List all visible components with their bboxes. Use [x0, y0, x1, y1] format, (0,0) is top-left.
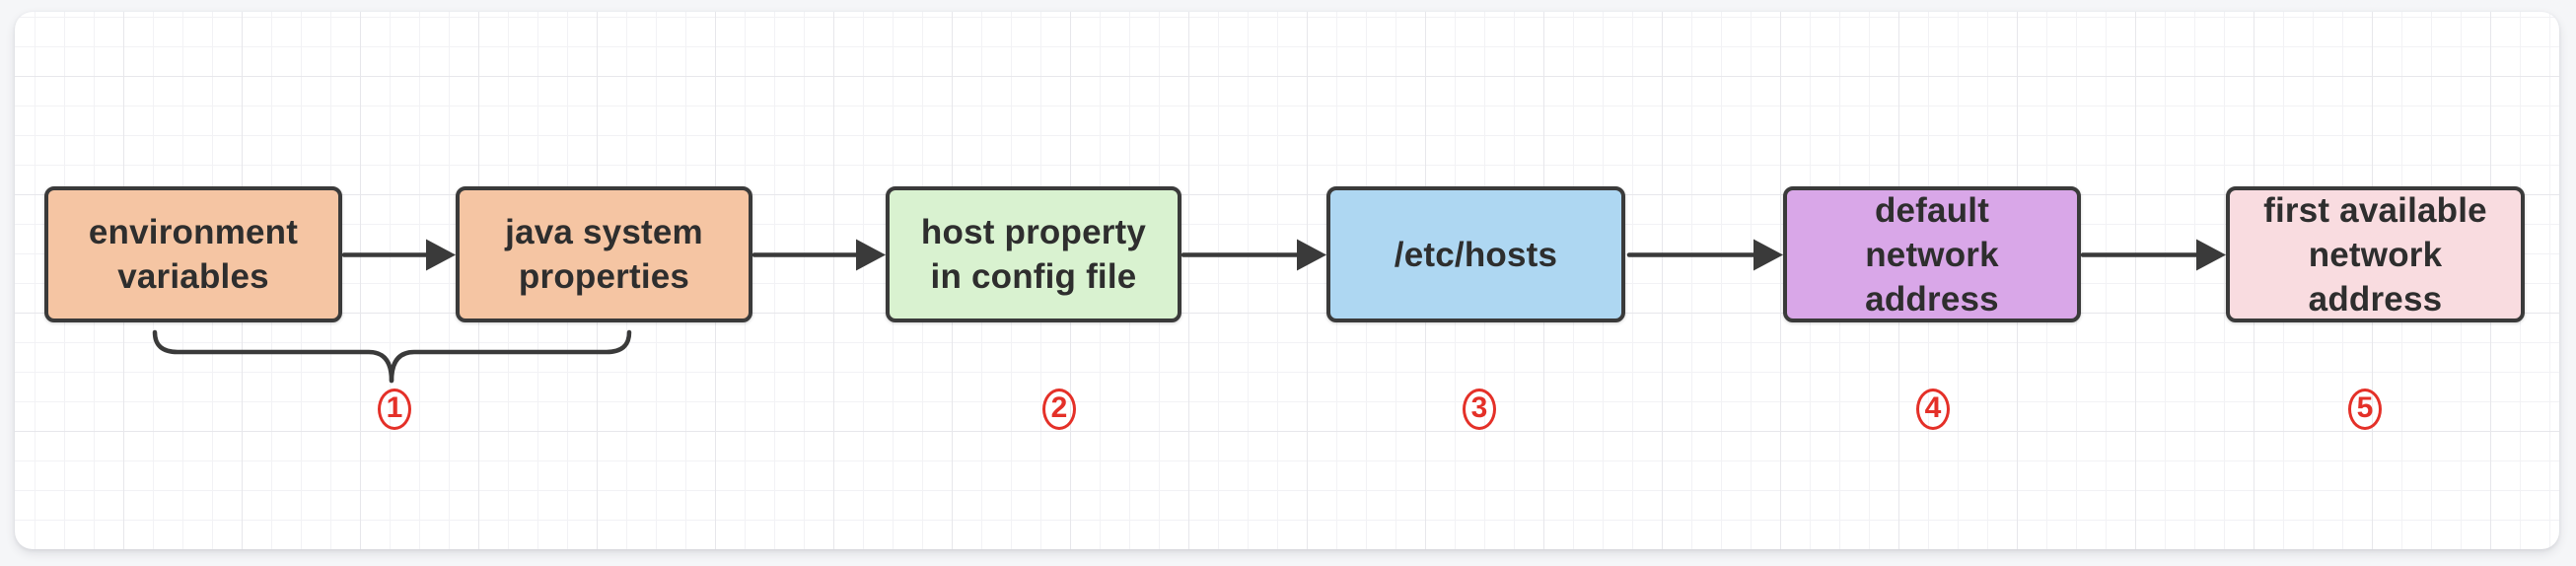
node-host-property-in-config-file: host property in config file [886, 186, 1181, 322]
node-label: default network address [1865, 190, 1999, 318]
marker-4: 4 [1916, 389, 1950, 430]
marker-5: 5 [2348, 389, 2382, 430]
node-label: java system properties [505, 213, 703, 296]
node-label: environment variables [88, 213, 299, 296]
node-label: first available network address [2263, 190, 2487, 318]
marker-3-label: 3 [1470, 391, 1488, 424]
node-label: host property in config file [920, 213, 1147, 296]
marker-1: 1 [378, 389, 411, 430]
marker-5-label: 5 [2356, 391, 2374, 424]
marker-2: 2 [1042, 389, 1076, 430]
node-first-available-network-address: first available network address [2226, 186, 2525, 322]
arrow-3-4 [1181, 239, 1326, 271]
node-etc-hosts: /etc/hosts [1326, 186, 1625, 322]
node-default-network-address: default network address [1783, 186, 2081, 322]
marker-4-label: 4 [1924, 391, 1942, 424]
marker-2-label: 2 [1050, 391, 1068, 424]
arrow-4-5 [1626, 239, 1783, 271]
node-java-system-properties: java system properties [456, 186, 752, 322]
node-label: /etc/hosts [1394, 235, 1558, 274]
node-environment-variables: environment variables [44, 186, 342, 322]
diagram-canvas [15, 12, 2559, 549]
arrow-1-2 [341, 239, 456, 271]
arrow-2-3 [751, 239, 886, 271]
marker-1-label: 1 [386, 391, 403, 424]
marker-3: 3 [1463, 389, 1496, 430]
group-brace [152, 329, 632, 384]
arrow-5-6 [2080, 239, 2226, 271]
